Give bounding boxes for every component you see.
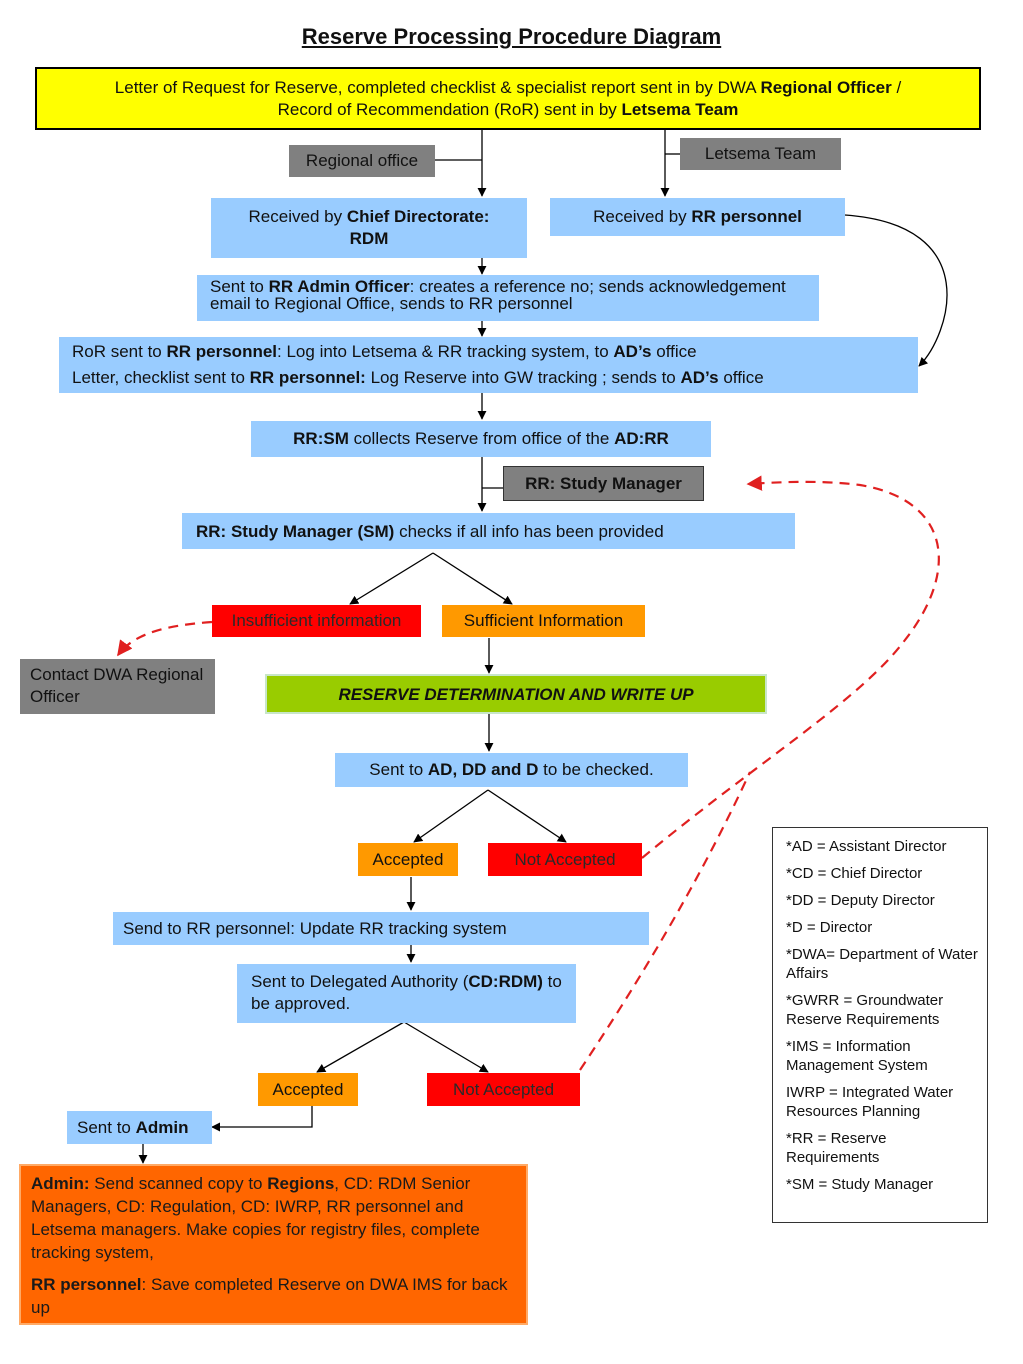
legend-item: *CD = Chief Director — [786, 865, 923, 882]
insufficient-information: Insufficient information — [212, 605, 421, 637]
ror-line-1: RoR sent to RR personnel: Log into Letse… — [72, 342, 697, 361]
arrow-to-accepted-1 — [413, 789, 489, 843]
received-chief-directorate: Received by Chief Directorate: RDM — [211, 198, 527, 258]
arrow-to-sufficient — [432, 552, 513, 605]
request-line-1: Letter of Request for Reserve, completed… — [114, 78, 902, 97]
sent-delegated-authority: Sent to Delegated Authority (CD:RDM) to … — [237, 964, 576, 1023]
ror-line-2: Letter, checklist sent to RR personnel: … — [72, 368, 764, 387]
legend-item: *AD = Assistant Director — [786, 838, 947, 855]
arrow-accepted-to-admin — [211, 1106, 313, 1132]
arrow-to-insufficient — [349, 552, 434, 605]
request-box: Letter of Request for Reserve, completed… — [35, 67, 981, 130]
legend-item: *D = Director — [786, 919, 873, 936]
curve-rr-to-ror — [844, 214, 948, 367]
ror-box: RoR sent to RR personnel: Log into Letse… — [59, 337, 918, 393]
update-rr-tracking: Send to RR personnel: Update RR tracking… — [113, 912, 649, 945]
legend-item: IWRP = Integrated Water Resources Planni… — [786, 1084, 954, 1120]
legend-item: *SM = Study Manager — [786, 1176, 934, 1193]
legend-item: *GWRR = Groundwater Reserve Requirements — [786, 992, 944, 1028]
arrow-to-accepted-2 — [316, 1021, 405, 1073]
abbreviation-legend: *AD = Assistant Director *CD = Chief Dir… — [772, 827, 988, 1223]
sent-to-be-checked: Sent to AD, DD and D to be checked. — [335, 753, 688, 787]
legend-item: *DD = Deputy Director — [786, 892, 935, 909]
sent-admin-officer: Sent to RR Admin Officer: creates a refe… — [197, 275, 819, 321]
not-accepted-2: Not Accepted — [427, 1073, 580, 1106]
dashed-notaccepted1-to-studymanager — [641, 475, 940, 859]
received-rr-personnel: Received by RR personnel — [550, 198, 845, 236]
arrow-to-not-accepted-1 — [487, 789, 567, 843]
arrow-to-not-accepted-2 — [403, 1021, 489, 1073]
legend-item: *DWA= Department of Water Affairs — [786, 946, 978, 982]
reserve-determination: RESERVE DETERMINATION AND WRITE UP — [265, 674, 767, 714]
collects-reserve: RR:SM collects Reserve from office of th… — [251, 421, 711, 457]
sent-to-admin: Sent to Admin — [67, 1111, 212, 1144]
sufficient-information: Sufficient Information — [442, 605, 645, 637]
accepted-2: Accepted — [258, 1073, 358, 1106]
not-accepted-1: Not Accepted — [488, 843, 642, 876]
study-manager-label: RR: Study Manager — [503, 466, 704, 501]
accepted-1: Accepted — [358, 843, 458, 876]
dashed-notaccepted2-to-loop — [579, 771, 751, 1071]
admin-paragraph-2: RR personnel: Save completed Reserve on … — [31, 1275, 508, 1317]
admin-paragraph-1: Admin: Send scanned copy to Regions, CD:… — [31, 1174, 480, 1262]
dashed-insufficient-to-contact — [117, 620, 213, 657]
check-info-box: RR: Study Manager (SM) checks if all inf… — [182, 513, 795, 549]
contact-dwa-regional-officer: Contact DWA Regional Officer — [20, 659, 215, 714]
page-title: Reserve Processing Procedure Diagram — [301, 24, 722, 49]
regional-office-label: Regional office — [289, 145, 435, 177]
legend-item: *RR = Reserve Requirements — [786, 1130, 887, 1166]
legend-item: *IMS = Information Management System — [786, 1038, 928, 1074]
request-line-2: Record of Recommendation (RoR) sent in b… — [277, 100, 739, 119]
admin-box: Admin: Send scanned copy to Regions, CD:… — [19, 1164, 528, 1325]
letsema-team-label: Letsema Team — [680, 138, 841, 170]
